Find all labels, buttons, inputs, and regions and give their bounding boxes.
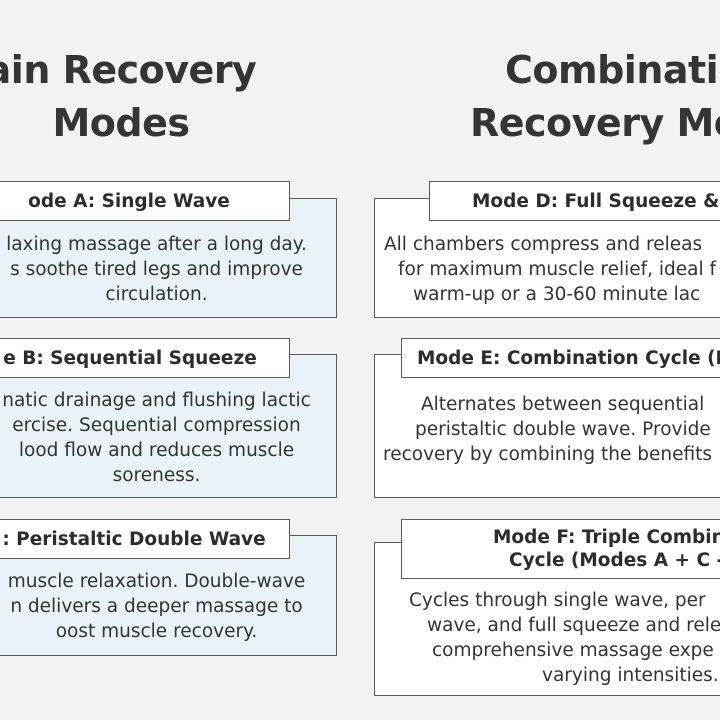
mode-d-text-line: for maximum muscle relief, ideal f xyxy=(398,259,717,280)
mode-e-title-label: Mode E: Combination Cycle (M xyxy=(401,338,720,378)
left-section-heading: ain Recovery Modes xyxy=(0,44,266,150)
mode-d-title: Mode D: Full Squeeze & R xyxy=(472,190,720,212)
mode-c-text-line: n delivers a deeper massage to xyxy=(10,596,303,617)
mode-f-text-line: varying intensities. xyxy=(542,665,719,686)
mode-f-text-line: Cycles through single wave, per xyxy=(409,590,706,611)
mode-a-text-line: laxing massage after a long day. xyxy=(6,234,307,255)
mode-b-text-line: ercise. Sequential compression xyxy=(12,415,301,436)
left-heading-line-2: Modes xyxy=(52,101,190,145)
mode-b-text-line: soreness. xyxy=(112,465,201,486)
mode-c-text-line: muscle relaxation. Double-wave xyxy=(7,571,306,592)
mode-d-title-label: Mode D: Full Squeeze & R xyxy=(429,181,720,221)
mode-e-text-line: recovery by combining the benefits xyxy=(383,444,713,465)
right-section-heading: Combinatio Recovery Mo xyxy=(460,44,720,150)
mode-e-text-line: Alternates between sequential xyxy=(421,394,705,415)
mode-b-text-line: lood flow and reduces muscle xyxy=(18,440,295,461)
mode-f-text-line: wave, and full squeeze and rele xyxy=(427,615,720,636)
mode-a-text-line: circulation. xyxy=(105,284,208,305)
mode-b-title-label: e B: Sequential Squeeze xyxy=(0,338,290,378)
mode-b-text-line: natic drainage and flushing lactic xyxy=(2,390,311,411)
mode-c-text-line: oost muscle recovery. xyxy=(55,621,258,642)
mode-c-title: : Peristaltic Double Wave xyxy=(2,528,266,550)
mode-a-title: ode A: Single Wave xyxy=(28,190,230,212)
right-heading-line-2: Recovery Mo xyxy=(470,101,720,145)
mode-d-text-line: All chambers compress and releas xyxy=(384,234,703,255)
mode-e-title: Mode E: Combination Cycle (M xyxy=(417,347,720,369)
mode-f-title-line-1: Mode F: Triple Combin xyxy=(493,527,720,548)
mode-c-title-label: : Peristaltic Double Wave xyxy=(0,519,290,559)
mode-a-text-line: s soothe tired legs and improve xyxy=(10,259,303,280)
mode-e-description-box: Alternates between sequential peristalti… xyxy=(374,354,720,498)
mode-e-text-line: peristaltic double wave. Provide xyxy=(415,419,711,440)
mode-f-title-line-2: Cycle (Modes A + C - xyxy=(509,550,720,571)
mode-b-title: e B: Sequential Squeeze xyxy=(3,347,257,369)
mode-f-text-line: comprehensive massage expe xyxy=(432,640,714,661)
mode-a-title-label: ode A: Single Wave xyxy=(0,181,290,221)
right-heading-line-1: Combinatio xyxy=(505,48,720,92)
mode-f-title-label: Mode F: Triple Combin Cycle (Modes A + C… xyxy=(401,519,720,579)
mode-b-description-box: natic drainage and flushing lactic ercis… xyxy=(0,354,337,498)
left-heading-line-1: ain Recovery xyxy=(0,48,257,92)
mode-d-text-line: warm-up or a 30-60 minute lac xyxy=(413,284,701,305)
